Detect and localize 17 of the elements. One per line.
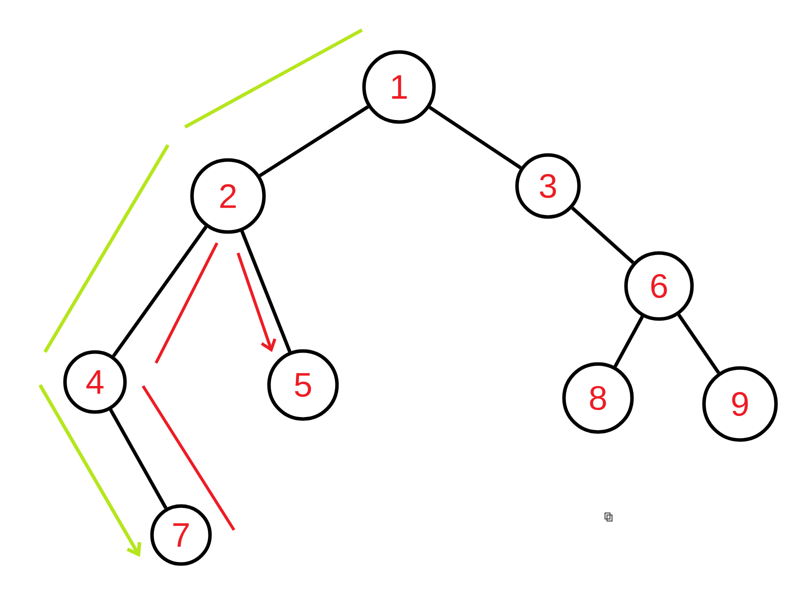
tree-node: 1 [362, 50, 436, 124]
tree-node: 3 [515, 153, 581, 219]
tree-node: 5 [267, 349, 339, 421]
tree-edge [571, 206, 634, 264]
tree-edge [677, 314, 720, 374]
tree-edge [428, 106, 522, 170]
tree-edge [240, 230, 292, 352]
tree-node: 9 [702, 366, 778, 442]
tree-edge [112, 226, 208, 358]
tree-node: 2 [190, 158, 266, 234]
tree-node: 8 [562, 362, 634, 434]
tree-node: 4 [63, 350, 127, 414]
tree-edge [258, 105, 369, 178]
tree-edge [614, 316, 644, 368]
tree-edge [109, 408, 168, 510]
tree-node: 7 [150, 504, 212, 566]
tree-node: 6 [624, 251, 694, 321]
